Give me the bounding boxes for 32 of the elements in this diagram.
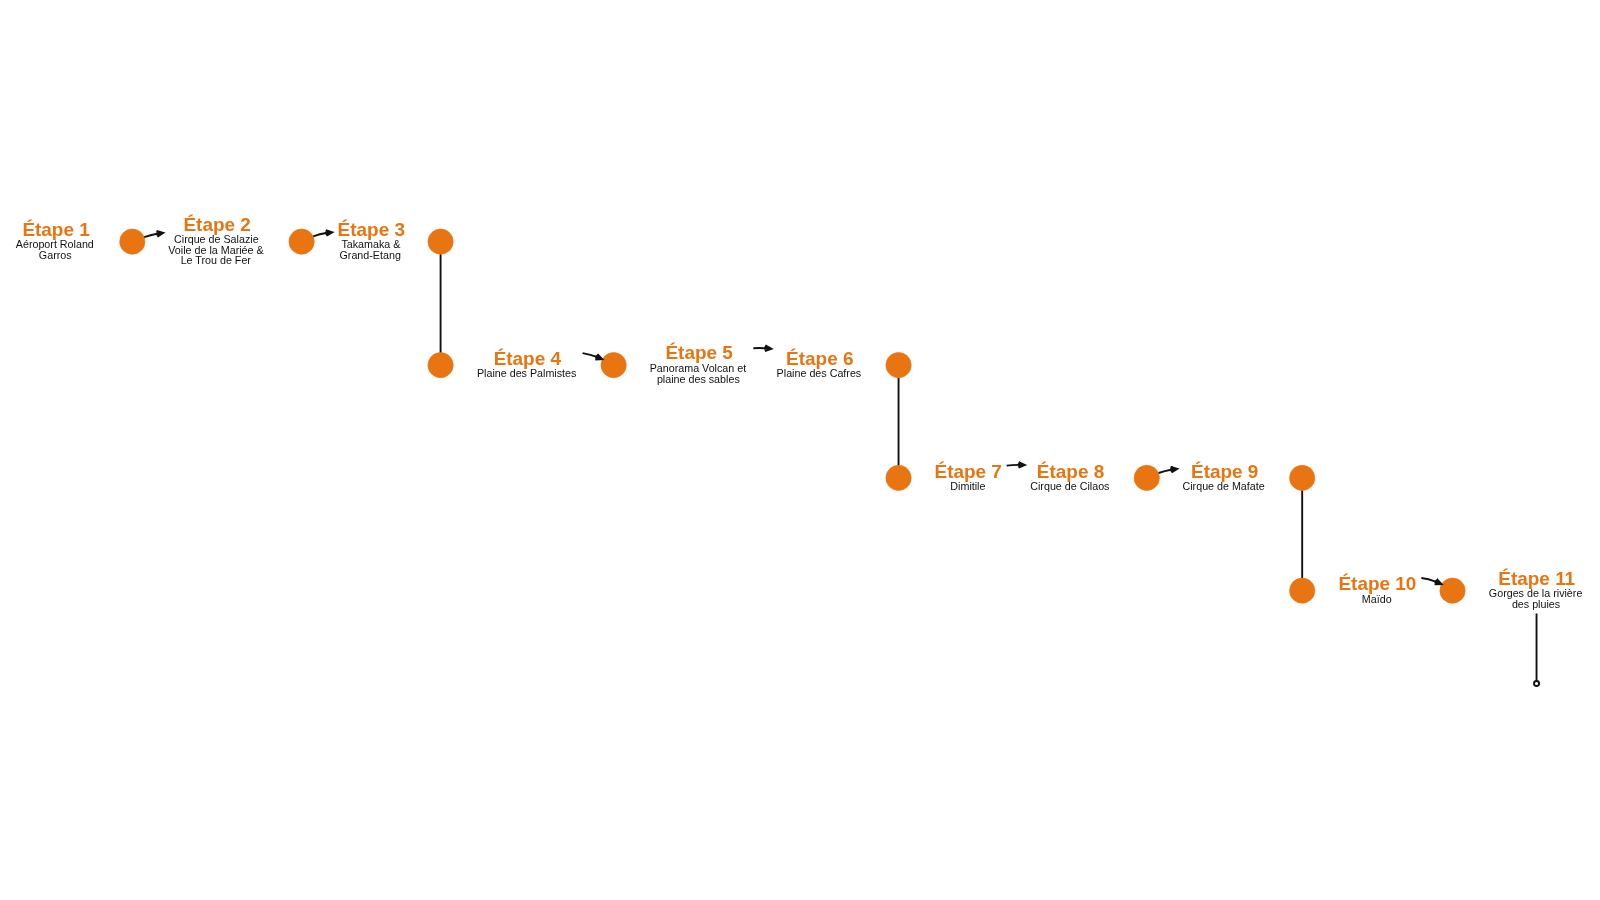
node-circle xyxy=(885,352,912,379)
arrow xyxy=(1005,461,1026,469)
node-circle xyxy=(600,352,627,379)
arrow xyxy=(752,344,773,352)
node-circle xyxy=(427,352,454,379)
node-circle xyxy=(1289,464,1316,491)
connector xyxy=(1301,489,1304,579)
node-text: Étape 8 Cirque de Cilaos xyxy=(1030,460,1110,492)
arrow xyxy=(581,352,604,361)
node-text: Étape 2 Cirque de Salazie Voile de la Mariée & Le Trou de Fer xyxy=(168,213,264,267)
node-circle xyxy=(288,228,315,255)
node-text: Étape 1 Aéroport Roland Garros xyxy=(15,218,94,262)
node-circle xyxy=(1133,464,1160,491)
arrow xyxy=(1420,577,1443,586)
node-text: Étape 10 Maïdo xyxy=(1338,573,1417,605)
node-text: Étape 6 Plaine des Cafres xyxy=(776,347,862,380)
node-circle xyxy=(1289,577,1316,604)
node-text: Étape 9 Cirque de Mafate xyxy=(1182,460,1265,492)
node-text: Étape 7 Dimitile xyxy=(934,460,1002,492)
node-text: Étape 5 Panorama Volcan et plaine des sables xyxy=(649,342,747,385)
node-circle xyxy=(1439,577,1466,604)
node-text: Étape 11 Gorges de la rivière des pluies xyxy=(1488,567,1583,611)
connector xyxy=(897,376,900,467)
arrow xyxy=(312,229,334,238)
arrow xyxy=(143,230,165,238)
node-circle xyxy=(119,228,146,255)
node-text: Étape 4 Plaine des Palmistes xyxy=(476,347,577,380)
node-circle xyxy=(885,464,912,491)
node-circle xyxy=(427,228,454,255)
connector xyxy=(1535,612,1538,682)
node-text: Étape 3 Takamaka & Grand-Etang xyxy=(337,218,405,262)
connector xyxy=(439,253,442,354)
